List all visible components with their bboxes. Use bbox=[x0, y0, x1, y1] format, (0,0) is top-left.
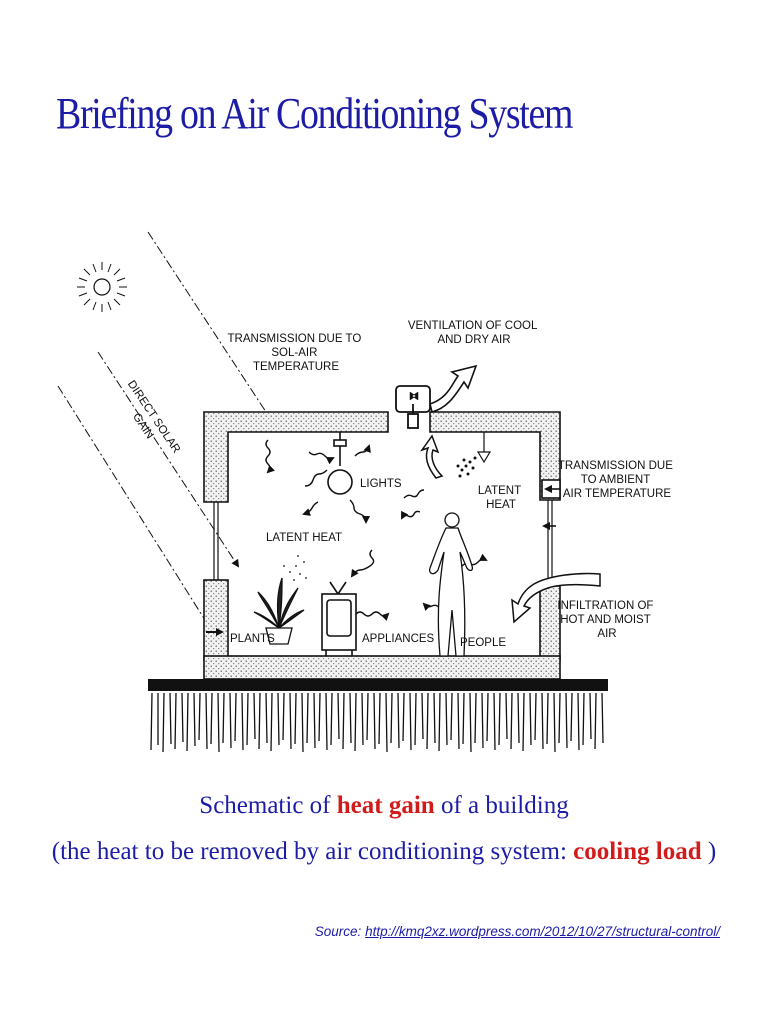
label-latent-heat-left: LATENT HEAT bbox=[266, 532, 342, 544]
caption-heat-gain: heat gain bbox=[336, 792, 435, 819]
solar-rays bbox=[57, 231, 267, 629]
label-infiltration: INFILTRATION OF HOT AND MOIST AIR bbox=[557, 600, 656, 640]
label-latent-heat-top: LATENT HEAT bbox=[478, 485, 524, 511]
heat-flow-wiggles bbox=[206, 439, 555, 636]
ground bbox=[148, 679, 608, 753]
caption-cooling-load: cooling load bbox=[573, 838, 702, 865]
label-ventilation: VENTILATION OF COOL AND DRY AIR bbox=[408, 320, 540, 346]
roof bbox=[203, 411, 389, 503]
caption-line-2-post: ) bbox=[707, 838, 717, 865]
diagram-labels: TRANSMISSION DUE TO SOL-AIR TEMPERATURE … bbox=[125, 320, 676, 649]
plant-icon bbox=[253, 555, 307, 645]
light-fixture-icon bbox=[327, 432, 353, 495]
right-wall-lower bbox=[539, 585, 561, 661]
latent-heat-source-icon bbox=[456, 432, 492, 478]
source-link[interactable]: http://kmq2xz.wordpress.com/2012/10/27/s… bbox=[365, 924, 720, 939]
source-citation: Source: http://kmq2xz.wordpress.com/2012… bbox=[315, 924, 720, 939]
supply-air-arrow bbox=[420, 434, 444, 479]
caption-line-1: Schematic of heat gain of a building bbox=[0, 792, 768, 820]
caption-line-2-pre: (the heat to be removed by air condition… bbox=[51, 838, 567, 865]
person-icon bbox=[428, 512, 474, 657]
label-people: PEOPLE bbox=[460, 637, 506, 649]
fan-unit-icon bbox=[395, 385, 431, 429]
caption-line-1-post: of a building bbox=[440, 792, 569, 819]
slide-title: Briefing on Air Conditioning System bbox=[56, 89, 573, 138]
appliance-tv-icon bbox=[321, 581, 357, 656]
left-wall-lower bbox=[203, 579, 229, 661]
label-plants: PLANTS bbox=[230, 633, 275, 645]
label-transmission-sol-air: TRANSMISSION DUE TO SOL-AIR TEMPERATURE bbox=[228, 333, 365, 373]
ambient-arrow bbox=[541, 479, 561, 530]
label-lights: LIGHTS bbox=[360, 478, 402, 490]
floor-slab bbox=[203, 655, 561, 680]
sun-icon bbox=[77, 262, 127, 312]
label-appliances: APPLIANCES bbox=[362, 633, 435, 645]
caption-line-2: (the heat to be removed by air condition… bbox=[0, 838, 768, 866]
label-transmission-ambient: TRANSMISSION DUE TO AMBIENT AIR TEMPERAT… bbox=[558, 460, 676, 500]
building bbox=[203, 411, 561, 680]
source-label: Source: bbox=[314, 924, 362, 939]
infiltration-arrow bbox=[511, 572, 601, 624]
caption-line-1-pre: Schematic of bbox=[199, 792, 331, 819]
heat-gain-diagram: TRANSMISSION DUE TO SOL-AIR TEMPERATURE … bbox=[57, 231, 676, 753]
ventilation-arrow bbox=[429, 364, 478, 413]
